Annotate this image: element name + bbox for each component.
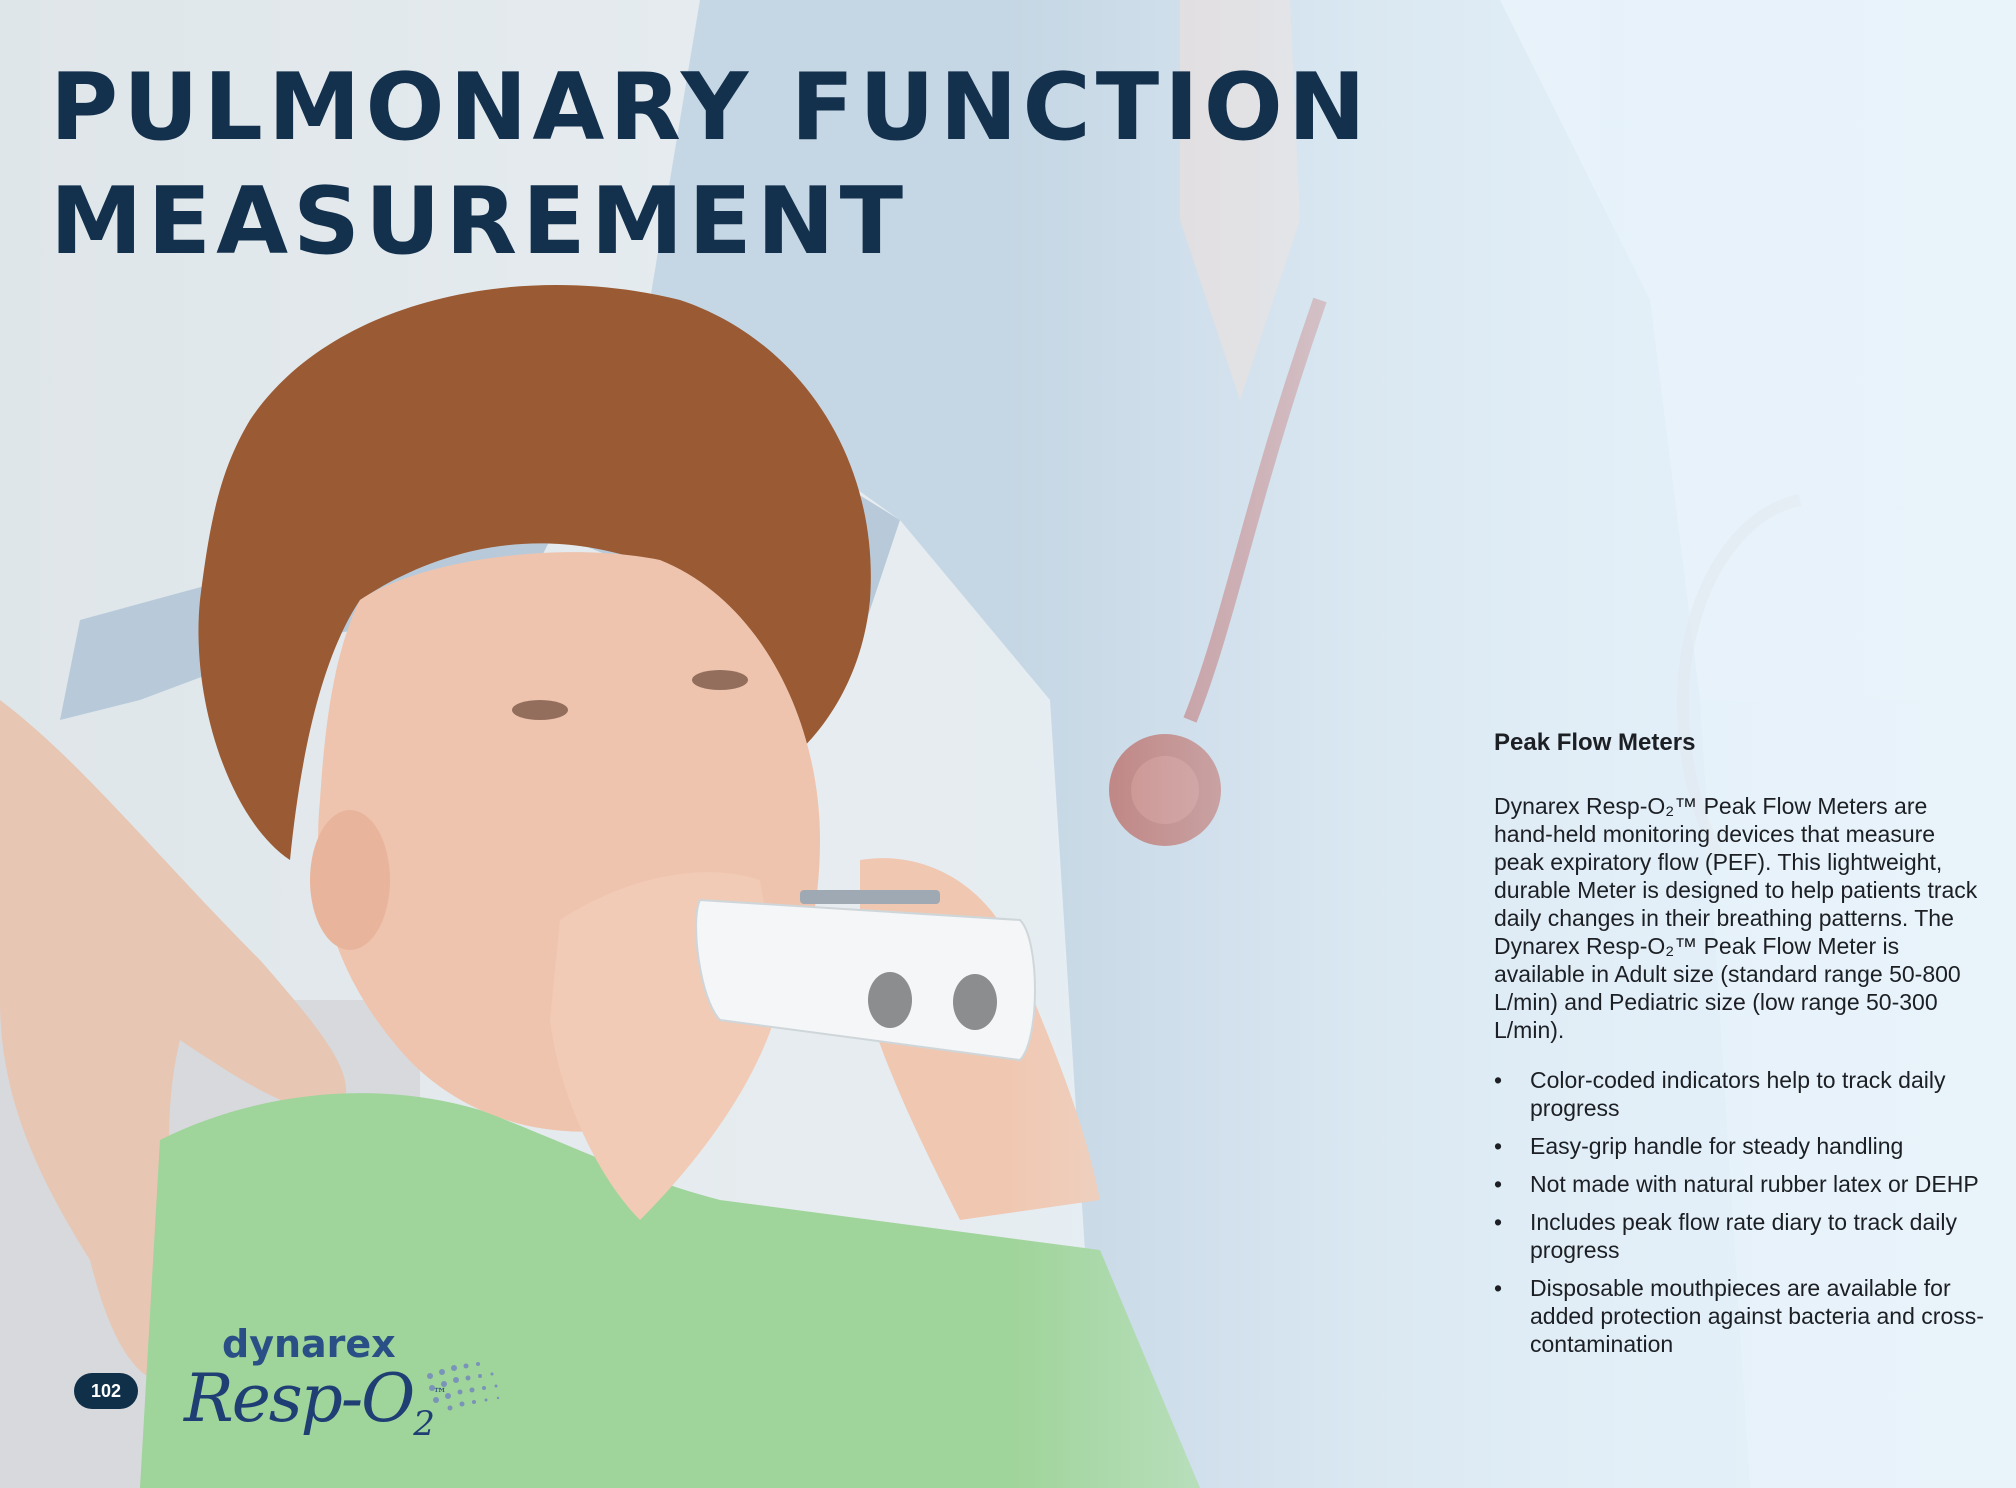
page-title-line-2: MEASUREMENT (50, 167, 909, 275)
feature-item: Easy-grip handle for steady handling (1494, 1132, 1984, 1160)
feature-list: Color-coded indicators help to track dai… (1494, 1066, 1984, 1358)
page-number-badge: 102 (74, 1373, 138, 1409)
logo-product: Resp-O2™ (184, 1356, 447, 1462)
resp-o2-logo: dynarex Resp-O2™ (180, 1322, 560, 1444)
feature-item: Includes peak flow rate diary to track d… (1494, 1208, 1984, 1264)
logo-brand: dynarex (222, 1322, 396, 1366)
page-title: PULMONARY FUNCTION MEASUREMENT (50, 50, 1371, 278)
section-heading: Peak Flow Meters (1494, 729, 1696, 756)
feature-item: Not made with natural rubber latex or DE… (1494, 1170, 1984, 1198)
logo-subscript: 2 (413, 1404, 435, 1445)
page-title-line-1: PULMONARY FUNCTION (50, 53, 1371, 161)
feature-item: Disposable mouthpieces are available for… (1494, 1274, 1984, 1358)
section-description: Dynarex Resp-O₂™ Peak Flow Meters are ha… (1494, 793, 1978, 1043)
logo-dot-pattern (427, 1362, 500, 1411)
feature-item: Color-coded indicators help to track dai… (1494, 1066, 1984, 1122)
product-description: Peak Flow Meters Dynarex Resp-O₂™ Peak F… (1494, 728, 1984, 1368)
logo-product-name: Resp-O (184, 1360, 415, 1437)
